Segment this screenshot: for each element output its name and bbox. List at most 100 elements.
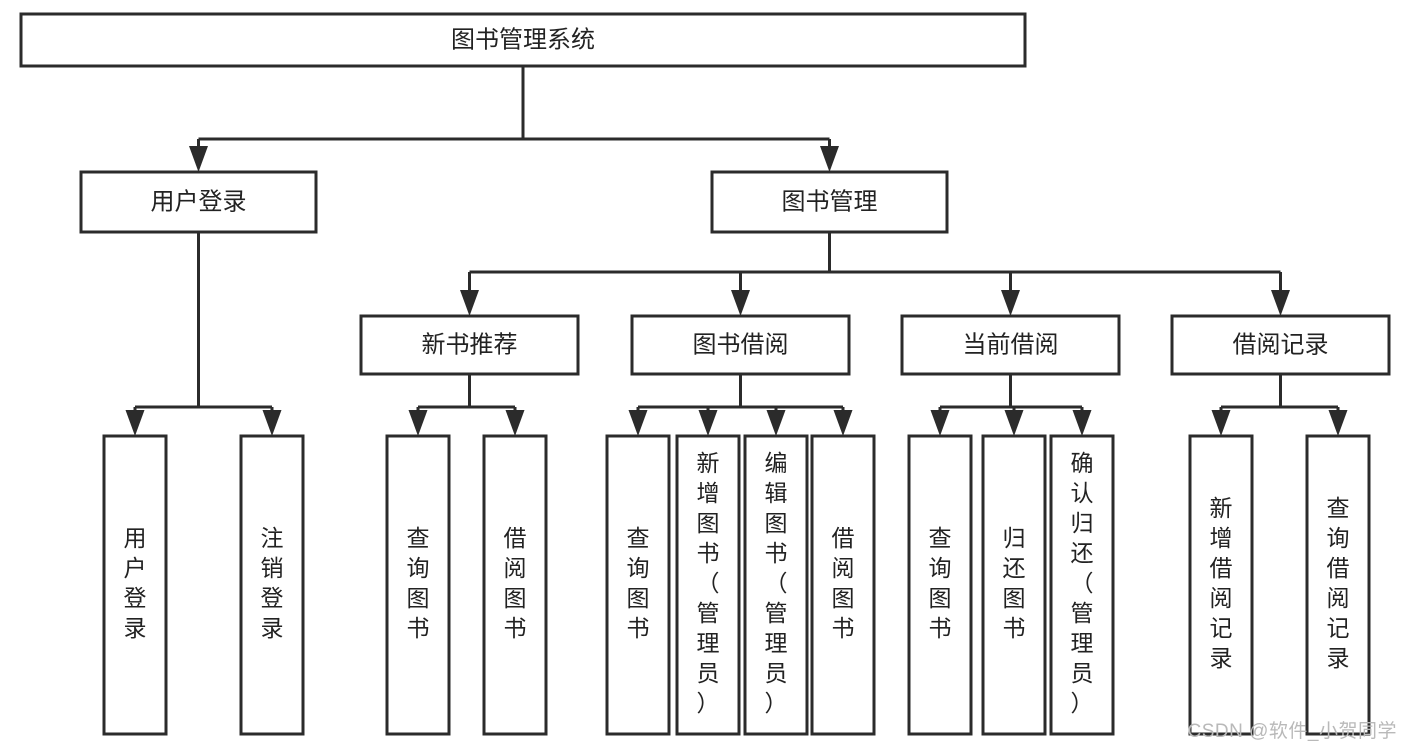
node-label-char: 新 <box>697 450 720 476</box>
node-label-char: 询 <box>1327 525 1350 551</box>
node-box[interactable] <box>102 434 168 736</box>
node-box[interactable] <box>675 434 741 736</box>
node-box[interactable] <box>1170 314 1391 376</box>
node-label-char: 借 <box>1210 555 1233 581</box>
arrow-head-icon <box>698 410 718 436</box>
node-label-char: 管 <box>765 600 788 626</box>
node-label-char: 借 <box>504 525 527 551</box>
node-leaf-add-rec[interactable]: 新增借阅记录新增借阅记录 <box>1188 434 1254 736</box>
node-leaf-query-3[interactable]: 查询图书查询图书 <box>907 434 973 736</box>
node-label-char: 借 <box>1327 555 1350 581</box>
connector-layer <box>125 66 1348 436</box>
node-label-char: 询 <box>627 555 650 581</box>
node-label-char: 还 <box>1071 540 1094 566</box>
node-label: 图书借阅 <box>693 331 789 358</box>
node-box[interactable] <box>19 12 1027 68</box>
node-label-char: ） <box>765 690 788 716</box>
node-book-borrow[interactable]: 图书借阅 <box>630 314 851 376</box>
node-label-char: 书 <box>832 615 855 641</box>
node-label-char: 图 <box>697 510 720 536</box>
node-label-char: 借 <box>832 525 855 551</box>
node-label-char: 确 <box>1071 450 1094 476</box>
node-label: 图书管理 <box>782 188 878 215</box>
node-borrow-record[interactable]: 借阅记录 <box>1170 314 1391 376</box>
node-label-char: 图 <box>504 585 527 611</box>
connector-group <box>408 374 525 436</box>
node-label-char: 录 <box>1327 645 1350 671</box>
arrow-head-icon <box>833 410 853 436</box>
node-box[interactable] <box>1305 434 1371 736</box>
connector-group <box>930 374 1092 436</box>
arrow-head-icon <box>930 410 950 436</box>
node-box[interactable] <box>630 314 851 376</box>
node-label-char: 图 <box>832 585 855 611</box>
node-label-char: 增 <box>697 480 720 506</box>
node-box[interactable] <box>710 170 949 234</box>
node-label-char: 阅 <box>1210 585 1233 611</box>
node-box[interactable] <box>900 314 1121 376</box>
arrow-head-icon <box>125 410 145 436</box>
node-box[interactable] <box>605 434 671 736</box>
node-box[interactable] <box>1049 434 1115 736</box>
arrow-head-icon <box>820 146 839 172</box>
node-box[interactable] <box>981 434 1047 736</box>
node-label-char: ） <box>697 690 720 716</box>
arrow-head-icon <box>1001 290 1020 316</box>
node-current-borrow[interactable]: 当前借阅 <box>900 314 1121 376</box>
node-label-char: 销 <box>261 555 284 581</box>
arrow-head-icon <box>1004 410 1024 436</box>
node-box[interactable] <box>359 314 580 376</box>
node-leaf-return[interactable]: 归还图书归还图书 <box>981 434 1047 736</box>
arrow-head-icon <box>1271 290 1290 316</box>
node-label-char: 归 <box>1071 510 1094 536</box>
node-box[interactable] <box>810 434 876 736</box>
node-book-manage[interactable]: 图书管理 <box>710 170 949 234</box>
node-box[interactable] <box>79 170 318 234</box>
node-root[interactable]: 图书管理系统 <box>19 12 1027 68</box>
arrow-head-icon <box>262 410 282 436</box>
node-label: 图书管理系统 <box>451 26 595 53</box>
node-box[interactable] <box>907 434 973 736</box>
node-label-char: 查 <box>929 525 952 551</box>
node-label-char: 书 <box>407 615 430 641</box>
node-leaf-logout[interactable]: 注销登录注销登录 <box>239 434 305 736</box>
node-new-book-rec[interactable]: 新书推荐 <box>359 314 580 376</box>
node-box[interactable] <box>1188 434 1254 736</box>
node-box[interactable] <box>385 434 451 736</box>
node-label-char: 图 <box>765 510 788 536</box>
arrow-head-icon <box>189 146 208 172</box>
node-box[interactable] <box>239 434 305 736</box>
node-leaf-login[interactable]: 用户登录用户登录 <box>102 434 168 736</box>
node-label-char: 图 <box>929 585 952 611</box>
node-leaf-borrow-2[interactable]: 借阅图书借阅图书 <box>810 434 876 736</box>
node-user-login[interactable]: 用户登录 <box>79 170 318 234</box>
node-label: 借阅记录 <box>1233 331 1329 358</box>
node-label-char: 书 <box>929 615 952 641</box>
node-box[interactable] <box>482 434 548 736</box>
node-label-char: ） <box>1071 690 1094 716</box>
arrow-head-icon <box>766 410 786 436</box>
node-label-char: 记 <box>1210 615 1233 641</box>
node-label: 用户登录 <box>151 188 247 215</box>
node-label-char: 用 <box>124 525 147 551</box>
node-label-char: 增 <box>1210 525 1233 551</box>
connector-group <box>125 232 282 436</box>
node-label: 当前借阅 <box>963 331 1059 358</box>
node-label-char: （ <box>765 570 788 596</box>
node-label-char: 管 <box>1071 600 1094 626</box>
node-leaf-borrow-1[interactable]: 借阅图书借阅图书 <box>482 434 548 736</box>
node-box[interactable] <box>743 434 809 736</box>
node-label-char: 还 <box>1003 555 1026 581</box>
node-label-char: 认 <box>1071 480 1094 506</box>
node-leaf-query-2[interactable]: 查询图书查询图书 <box>605 434 671 736</box>
node-leaf-query-1[interactable]: 查询图书查询图书 <box>385 434 451 736</box>
node-label-char: 查 <box>1327 495 1350 521</box>
node-label-char: 阅 <box>504 555 527 581</box>
arrow-head-icon <box>1328 410 1348 436</box>
arrow-head-icon <box>731 290 750 316</box>
node-leaf-query-rec[interactable]: 查询借阅记录查询借阅记录 <box>1305 434 1371 736</box>
